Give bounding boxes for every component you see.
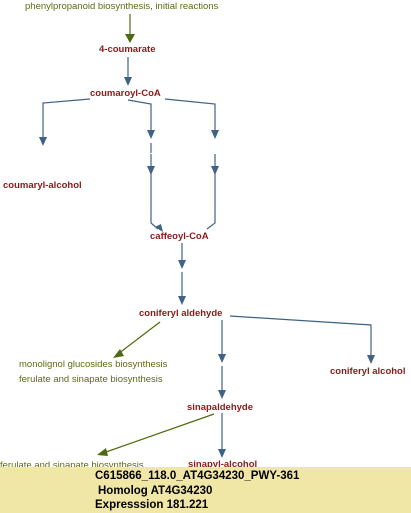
arrowhead-sinapaldehyde-to-ferulate [97,448,108,456]
arrowhead-aldehyde-to-sinapaldehyde-b [218,390,226,399]
compound-4-coumarate[interactable]: 4-coumarate [99,44,156,55]
arrowhead-caffeoyl-b [178,296,186,305]
edge-coumaroyl-to-coumaryl [42,98,91,139]
arrowhead-coumaroyl-to-coumaryl [39,137,47,146]
arrowhead-middle-second [147,166,155,175]
info-box: C615866_118.0_AT4G34230_PWY-361 Homolog … [0,467,411,513]
pathway-label-ferulate-sinapate-2[interactable]: ferulate and sinapate biosynthesis [0,460,144,471]
arrowhead-sinapaldehyde-to-sinapyl-alcohol [218,449,226,458]
arrowhead-aldehyde-to-monolignol [113,349,124,358]
arrowhead-coumaroyl-to-middle [147,130,155,139]
pathway-label-ferulate-sinapate-1[interactable]: ferulate and sinapate biosynthesis [19,374,163,385]
compound-sinapyl-alcohol[interactable]: sinapyl-alcohol [188,459,258,470]
compound-caffeoyl-coa[interactable]: caffeoyl-CoA [150,231,209,242]
arrowhead-caffeoyl-a [178,260,186,269]
edge-aldehyde-to-monolignol [117,321,161,355]
edge-coumaroyl-to-middle [127,99,152,132]
arrowhead-aldehyde-to-sinapaldehyde-a [218,354,226,363]
compound-coniferyl-aldehyde[interactable]: coniferyl aldehyde [139,308,223,319]
arrowhead-coumaroyl-to-right [211,130,219,139]
edge-middle-to-caffeoyl [150,154,159,230]
compound-coumaroyl-coa[interactable]: coumaroyl-CoA [90,88,161,99]
expression-label: Expresssion 181.221 [95,499,209,511]
arrowhead-initial-to-coumarate [125,34,135,43]
homolog-label: Homolog AT4G34230 [98,485,213,497]
pathway-label-initial-reactions[interactable]: phenylpropanoid biosynthesis, initial re… [25,1,219,12]
edge-aldehyde-to-coniferyl-alcohol [229,315,372,357]
gene-id-label: C615866_118.0_AT4G34230_PWY-361 [95,470,300,482]
arrowhead-right-second [211,166,219,175]
compound-sinapaldehyde[interactable]: sinapaldehyde [187,402,253,413]
compound-coniferyl-alcohol[interactable]: coniferyl alcohol [330,366,406,377]
pathway-label-monolignol-glucosides[interactable]: monolignol glucosides biosynthesis [19,359,168,370]
edge-coumaroyl-to-right [164,98,216,132]
edge-sinapaldehyde-to-ferulate [105,413,215,453]
arrowhead-coumarate-to-coumaroyl-coa [124,77,132,86]
arrowhead-middle-to-caffeoyl [155,224,163,232]
edge-right-to-caffeoyl [206,154,216,230]
compound-coumaryl-alcohol[interactable]: coumaryl-alcohol [3,180,82,191]
arrowhead-aldehyde-to-coniferyl-alcohol [367,355,375,364]
